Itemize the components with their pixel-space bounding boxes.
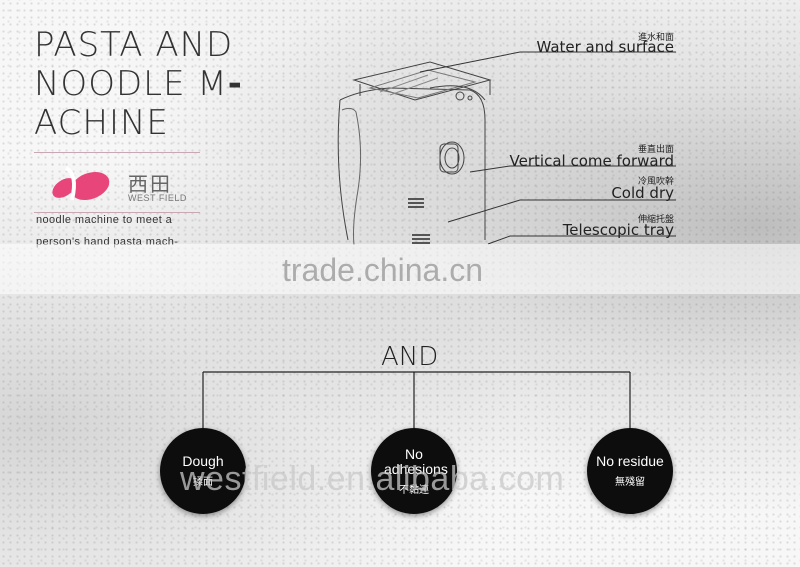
logo-divider-top <box>34 152 200 153</box>
tree-node-dough: Dough 揉面 <box>160 428 246 514</box>
tree-node-no-adhesions: No adhesions 不黏連 <box>371 428 457 514</box>
logo-divider-bottom <box>34 212 200 213</box>
logo-chinese-name: 西田 <box>128 172 172 196</box>
tree-node-no-residue-en: No residue <box>596 453 664 469</box>
tree-node-no-adhesions-cn: 不黏連 <box>399 484 429 496</box>
title-line-2: NOODLE M- <box>34 64 243 104</box>
tree-node-no-adhesions-en: No adhesions <box>384 445 448 477</box>
title-line-1: PASTA AND <box>34 25 234 65</box>
page-title: PASTA AND NOODLE M- ACHINE <box>34 26 243 143</box>
annotation-2-cn: 垂直出面 <box>637 145 674 155</box>
watermark-top: trade.china.cn <box>282 252 484 288</box>
pasta-machine-illustration <box>337 61 492 246</box>
tree-node-dough-cn: 揉面 <box>193 477 213 488</box>
title-line-3: ACHINE <box>34 103 169 143</box>
tree-node-no-residue: No residue 無殘留 <box>587 428 673 514</box>
annotation-1-cn: 進水和面 <box>637 33 674 43</box>
watermark-band <box>0 244 800 294</box>
tree-node-no-residue-cn: 無殘留 <box>615 477 645 488</box>
tree-node-dough-en: Dough <box>182 453 224 469</box>
description-line-1: noodle machine to meet a <box>36 214 173 226</box>
annotation-1-en: Water and surface <box>536 38 674 56</box>
westfield-logo-icon <box>52 166 110 201</box>
logo-english-name: WEST FIELD <box>128 193 187 203</box>
watermark-bottom: westfield.en.alibaba.com <box>180 460 565 498</box>
annotation-2-en: Vertical come forward <box>509 152 674 170</box>
tree-root-label: AND <box>381 342 439 372</box>
annotation-3-en: Cold dry <box>611 184 674 202</box>
annotation-4-en: Telescopic tray <box>562 221 674 239</box>
annotation-4-cn: 伸縮托盤 <box>637 215 674 225</box>
annotation-3-cn: 冷風吹幹 <box>637 177 674 187</box>
